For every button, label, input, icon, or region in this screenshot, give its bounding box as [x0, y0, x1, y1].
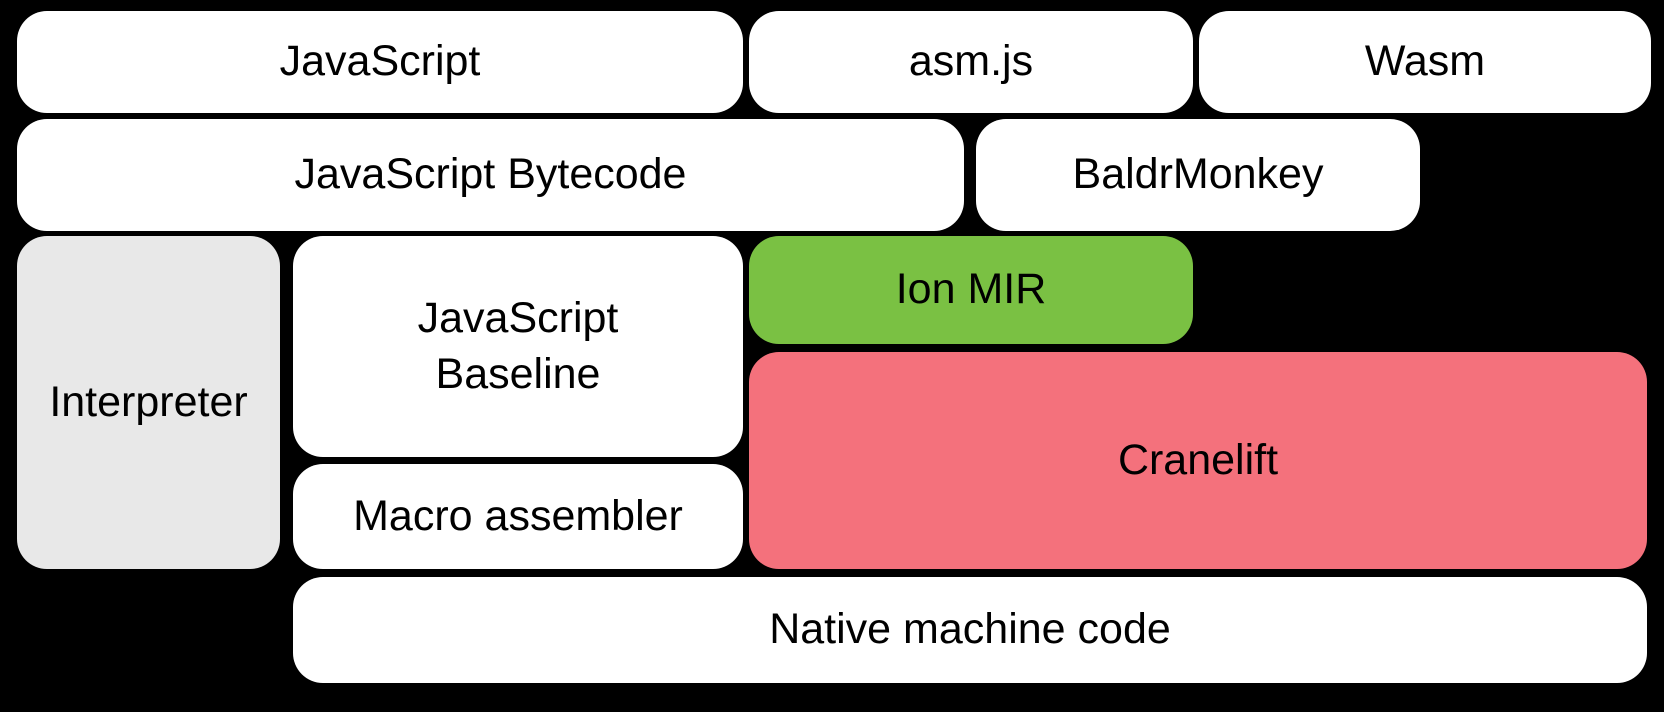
node-cranelift: Cranelift [749, 352, 1647, 569]
node-ion-mir: Ion MIR [749, 236, 1193, 344]
node-macro-assembler: Macro assembler [293, 464, 743, 569]
node-javascript-bytecode: JavaScript Bytecode [17, 119, 964, 231]
node-baldrmonkey: BaldrMonkey [976, 119, 1420, 231]
node-wasm: Wasm [1199, 11, 1651, 113]
node-native-machine-code: Native machine code [293, 577, 1647, 683]
node-asm-js: asm.js [749, 11, 1193, 113]
node-interpreter: Interpreter [17, 236, 280, 569]
node-javascript: JavaScript [17, 11, 743, 113]
node-javascript-baseline: JavaScript Baseline [293, 236, 743, 457]
